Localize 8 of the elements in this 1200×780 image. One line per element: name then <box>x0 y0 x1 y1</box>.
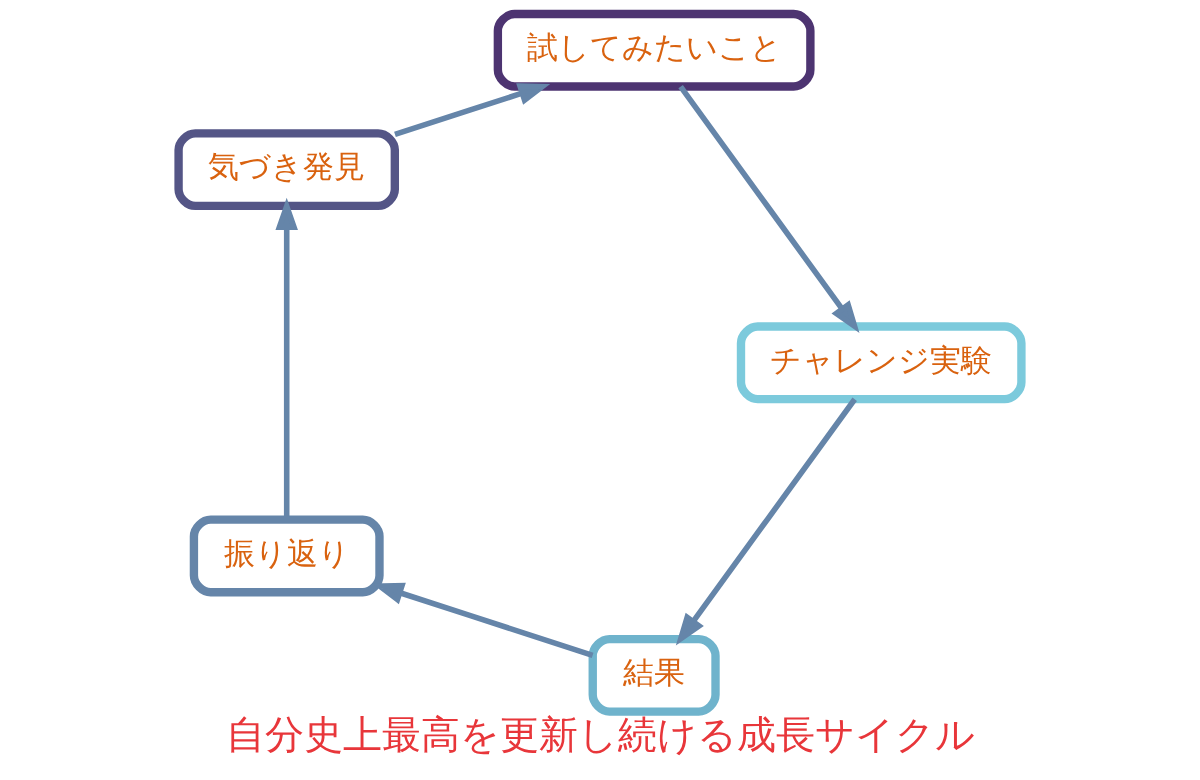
arrow <box>394 83 551 138</box>
node-box: 振り返り <box>189 515 384 597</box>
node-box: 気づき発見 <box>174 129 399 211</box>
node-box: チャレンジ実験 <box>736 322 1026 404</box>
arrow <box>675 397 857 646</box>
node-box: 結果 <box>588 634 720 716</box>
arrow <box>678 85 860 333</box>
node-box: 試してみたいこと <box>493 9 815 91</box>
